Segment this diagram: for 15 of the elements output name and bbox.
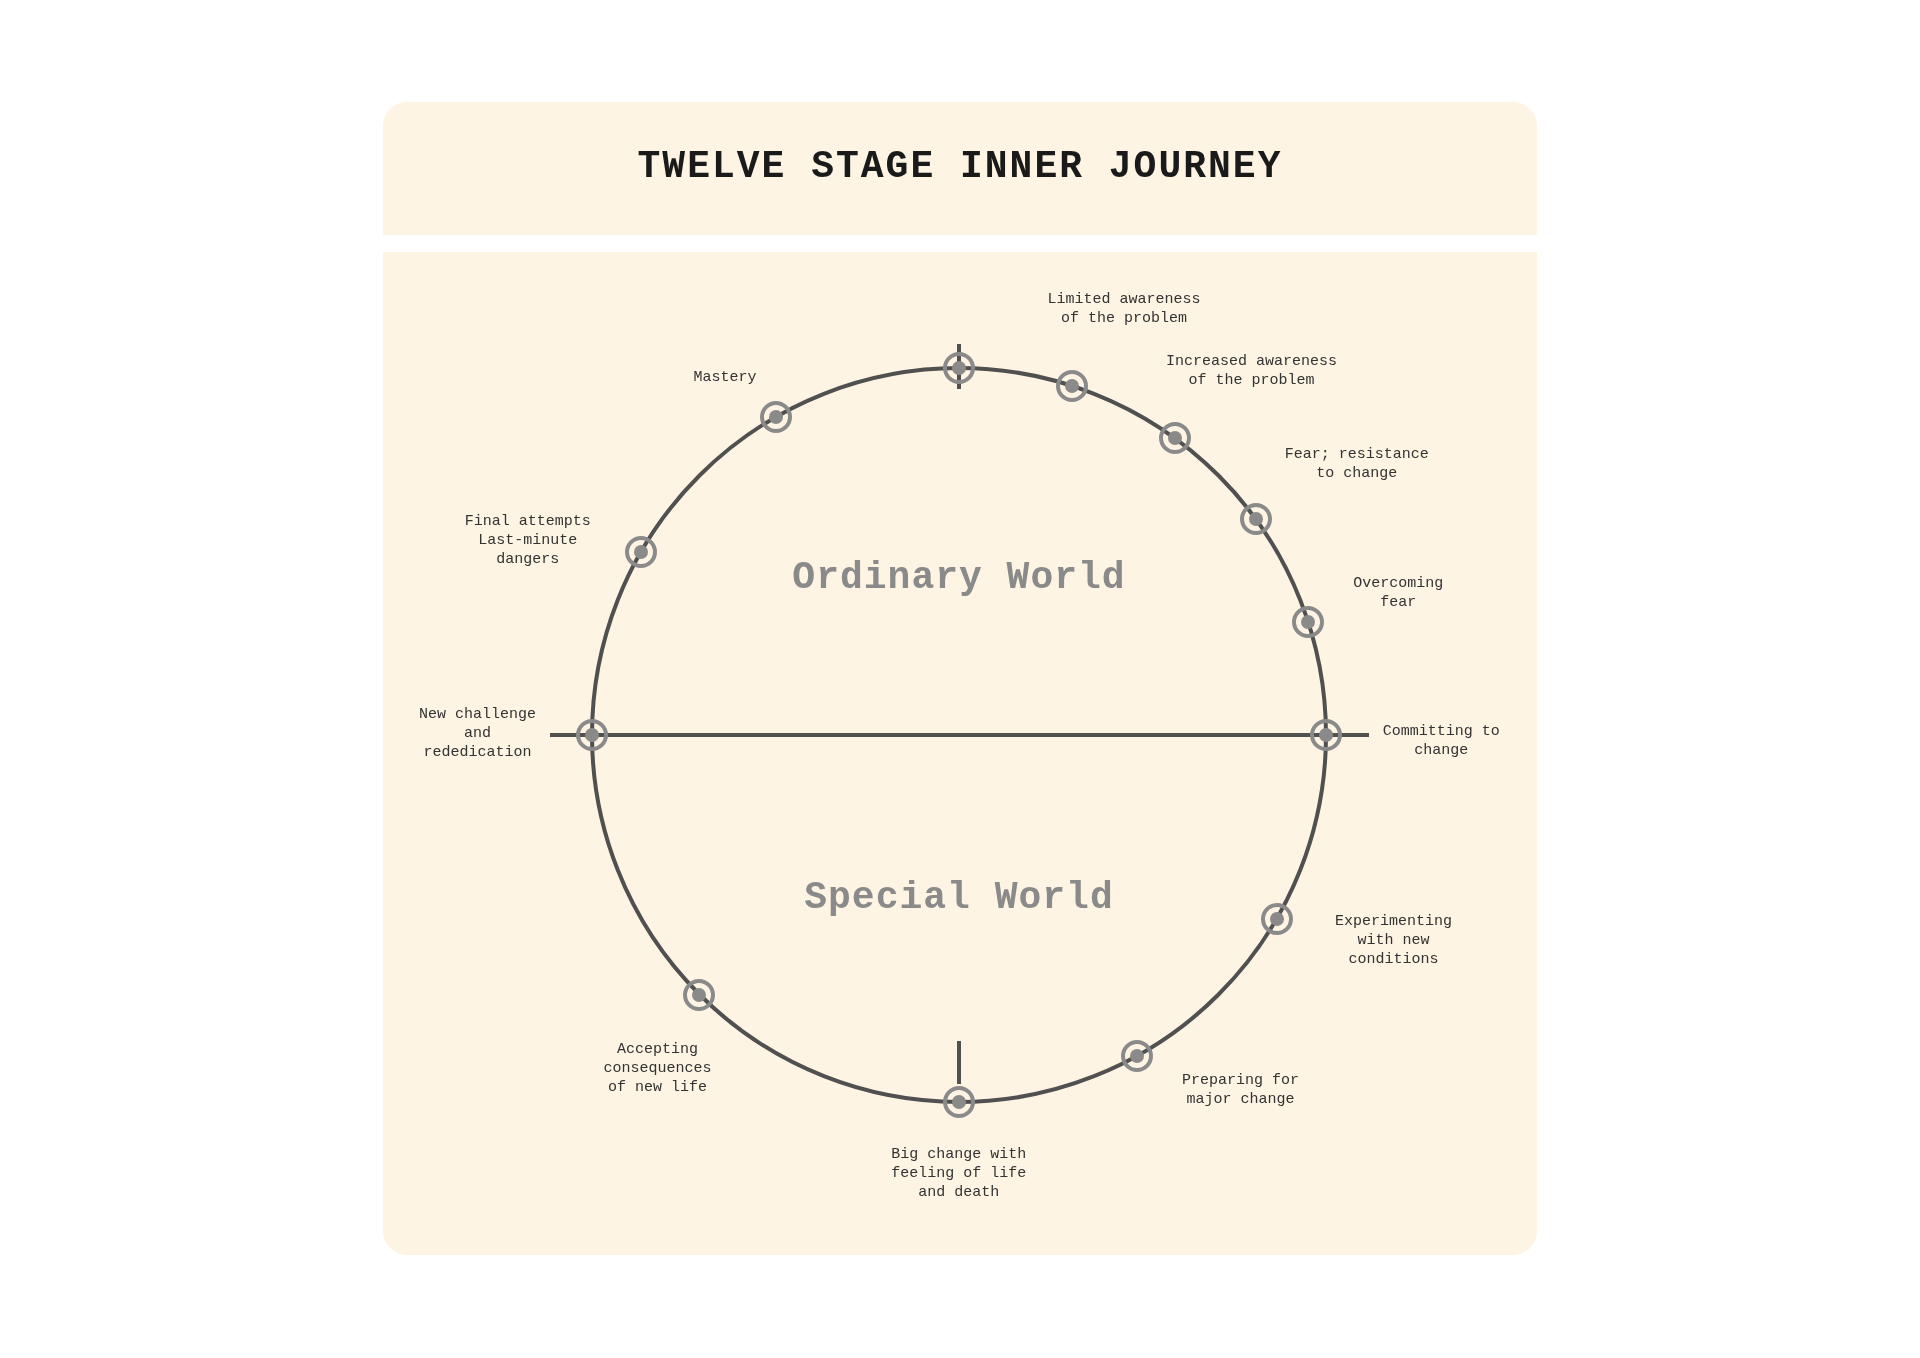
region-label: Special World: [803, 876, 1115, 919]
stage-label: Increased awareness of the problem: [1164, 352, 1338, 390]
stage-label: Final attempts Last-minute dangers: [463, 511, 592, 569]
stage-label: Experimenting with new conditions: [1333, 911, 1453, 969]
stage-label: Fear; resistance to change: [1283, 445, 1430, 484]
stage-label: New challenge and rededication: [418, 704, 538, 762]
stage-label: Limited awareness of the problem: [1046, 289, 1202, 328]
stage-label: Committing to change: [1381, 721, 1501, 760]
title: TWELVE STAGE INNER JOURNEY: [636, 145, 1284, 188]
region-label: Ordinary World: [791, 556, 1127, 599]
stage-label: Accepting consequences of new life: [602, 1039, 713, 1097]
stage-label: Overcoming fear: [1352, 573, 1445, 612]
stage-label: Mastery: [692, 367, 758, 387]
stage-label: Big change with feeling of life and death: [890, 1144, 1028, 1202]
stage-label: Preparing for major change: [1180, 1070, 1300, 1109]
